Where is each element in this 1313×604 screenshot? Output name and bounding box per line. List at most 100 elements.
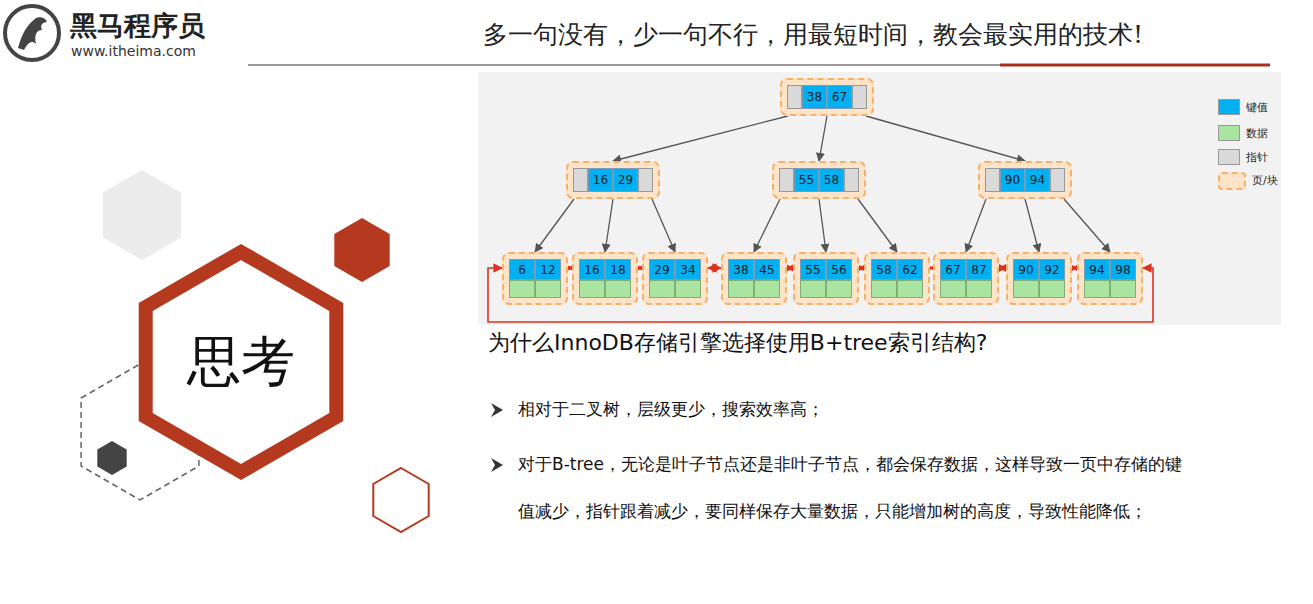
thinking-hexagon: 思考 <box>136 242 346 482</box>
data-cell <box>1110 280 1136 298</box>
key-cell: 16 <box>579 259 605 280</box>
data-cell <box>579 280 605 298</box>
key-cell: 38 <box>802 85 827 109</box>
data-row <box>1013 280 1065 298</box>
hexagon-dark <box>97 441 126 475</box>
logo-horse <box>18 17 47 50</box>
index-page: 3867 <box>780 78 874 116</box>
key-cell: 16 <box>588 168 613 192</box>
legend-text: 数据 <box>1246 126 1268 141</box>
key-cell: 29 <box>649 259 675 280</box>
bullet-text: 对于B-tree，无论是叶子节点还是非叶子节点，都会保存数据，这样导致一页中存储… <box>518 441 1186 535</box>
data-row <box>579 280 631 298</box>
leaf-page: 2934 <box>642 252 708 305</box>
logo-text: 黑马程序员 <box>70 8 205 44</box>
key-row: 9094 <box>985 168 1065 192</box>
key-row: 5862 <box>871 259 923 280</box>
key-cell: 45 <box>754 259 780 280</box>
leaf-page: 9498 <box>1077 252 1143 305</box>
leaf-page: 6787 <box>933 252 999 305</box>
legend-text: 指针 <box>1246 150 1268 165</box>
data-row <box>1084 280 1136 298</box>
pointer-cell <box>1050 168 1065 192</box>
data-cell <box>940 280 966 298</box>
child-pointer <box>858 199 897 252</box>
key-cell: 87 <box>966 259 992 280</box>
hexagon-outline <box>373 468 428 532</box>
key-cell: 12 <box>535 259 561 280</box>
leaf-link <box>999 267 1006 269</box>
hexagon-title: 思考 <box>187 326 295 399</box>
legend-swatch <box>1218 125 1240 141</box>
data-cell <box>800 280 826 298</box>
leaf-page: 5862 <box>864 252 930 305</box>
data-cell <box>649 280 675 298</box>
data-cell <box>1013 280 1039 298</box>
child-pointer <box>1064 199 1110 252</box>
key-row: 3845 <box>728 259 780 280</box>
key-cell: 55 <box>794 168 819 192</box>
leaf-page: 9092 <box>1006 252 1072 305</box>
leaf-page: 5556 <box>793 252 859 305</box>
key-cell: 92 <box>1039 259 1065 280</box>
hexagon-red <box>334 218 389 282</box>
data-cell <box>897 280 923 298</box>
key-row: 2934 <box>649 259 701 280</box>
index-page: 1629 <box>566 161 660 199</box>
data-cell <box>1084 280 1110 298</box>
child-pointer <box>966 199 986 252</box>
child-pointer <box>866 116 1025 161</box>
leaf-page: 612 <box>502 252 568 305</box>
child-pointer <box>652 199 675 252</box>
data-cell <box>675 280 701 298</box>
logo-url: www.itheima.com <box>71 43 196 59</box>
header-accent <box>1000 64 1270 67</box>
data-cell <box>605 280 631 298</box>
key-row: 612 <box>509 259 561 280</box>
data-row <box>940 280 992 298</box>
legend-swatch <box>1218 149 1240 165</box>
child-pointer <box>819 199 826 252</box>
key-cell: 34 <box>675 259 701 280</box>
key-row: 9092 <box>1013 259 1065 280</box>
leaf-page: 1618 <box>572 252 638 305</box>
key-cell: 58 <box>871 259 897 280</box>
key-cell: 29 <box>613 168 638 192</box>
logo-ring <box>5 6 59 60</box>
index-page: 5558 <box>772 161 866 199</box>
key-row: 6787 <box>940 259 992 280</box>
data-cell <box>871 280 897 298</box>
key-row: 1629 <box>573 168 653 192</box>
child-pointer <box>754 199 780 252</box>
key-cell: 94 <box>1025 168 1050 192</box>
child-pointer <box>1025 199 1039 252</box>
pointer-cell <box>638 168 653 192</box>
hexagon-grey <box>103 170 181 260</box>
data-row <box>800 280 852 298</box>
key-row: 3867 <box>787 85 867 109</box>
key-cell: 67 <box>827 85 852 109</box>
key-cell: 90 <box>1000 168 1025 192</box>
data-cell <box>826 280 852 298</box>
key-cell: 18 <box>605 259 631 280</box>
diagram-panel <box>478 72 1281 325</box>
question: 为什么InnoDB存储引擎选择使用B+tree索引结构? <box>488 328 987 358</box>
key-cell: 67 <box>940 259 966 280</box>
data-cell <box>754 280 780 298</box>
key-cell: 90 <box>1013 259 1039 280</box>
data-cell <box>535 280 561 298</box>
key-cell: 6 <box>509 259 535 280</box>
data-row <box>509 280 561 298</box>
data-cell <box>509 280 535 298</box>
data-cell <box>728 280 754 298</box>
data-row <box>871 280 923 298</box>
data-row <box>728 280 780 298</box>
bullet-text: 相对于二叉树，层级更少，搜索效率高； <box>518 398 824 421</box>
pointer-cell <box>852 85 867 109</box>
key-row: 5558 <box>779 168 859 192</box>
key-row: 5556 <box>800 259 852 280</box>
legend-swatch <box>1218 99 1240 115</box>
bullet-marker <box>491 458 503 472</box>
pointer-cell <box>985 168 1000 192</box>
child-pointer <box>605 199 613 252</box>
